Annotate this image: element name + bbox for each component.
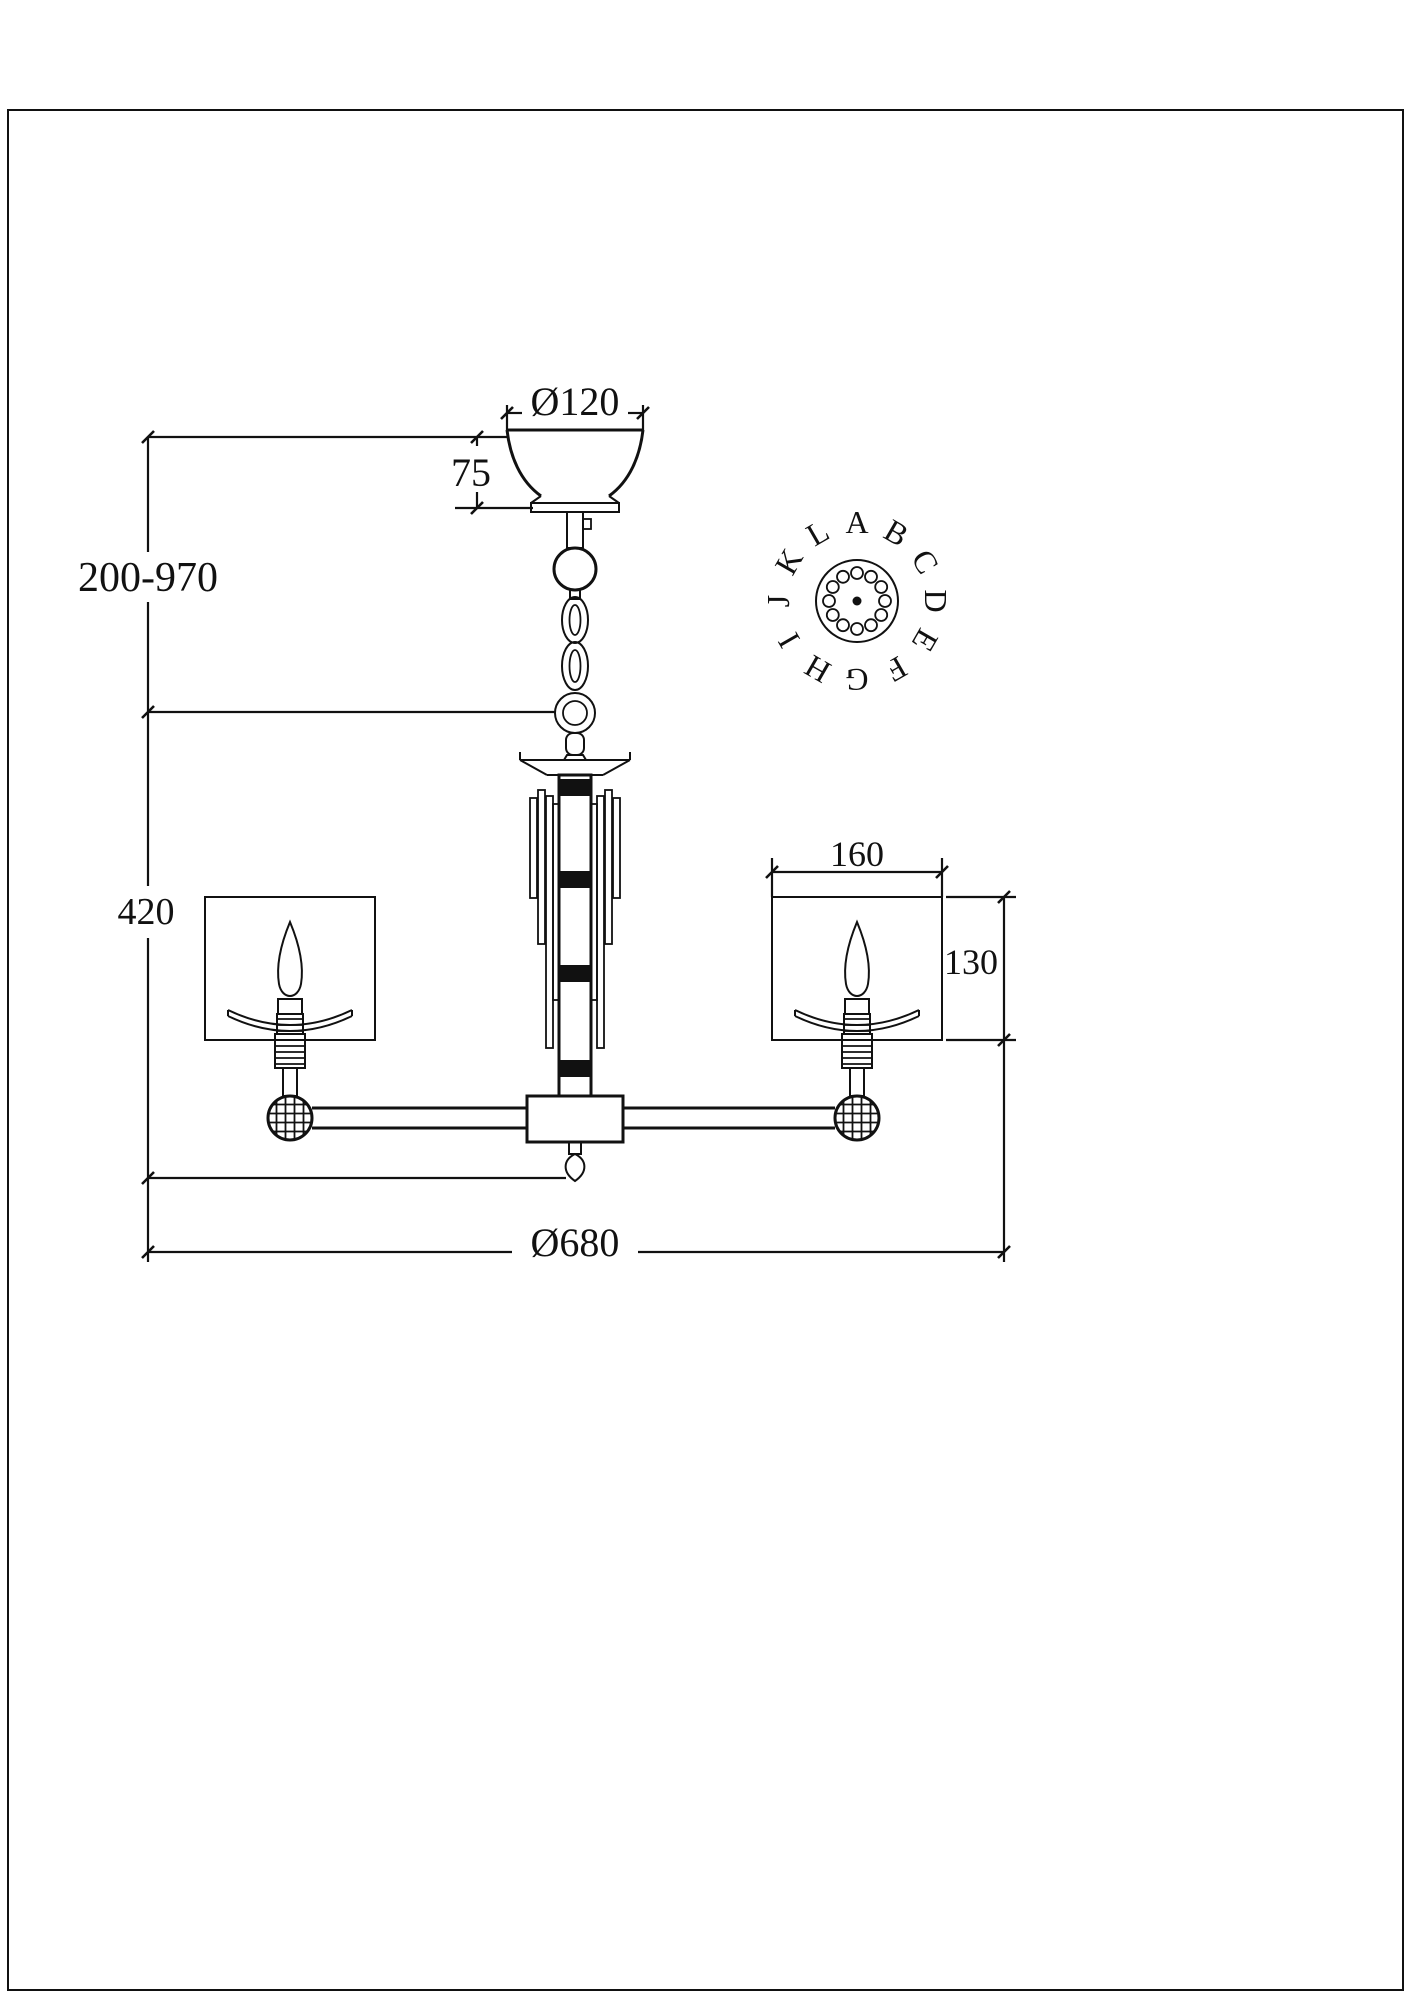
top-view-letter: A (845, 504, 868, 540)
top-view-letter: H (798, 648, 836, 691)
top-view-letter: K (767, 542, 810, 580)
top-view-center-dot (852, 596, 862, 606)
chain-link (561, 596, 589, 644)
center-column (557, 773, 593, 1098)
chain-link (561, 641, 589, 691)
arm-hub (525, 1094, 625, 1144)
dim-shade-height: 130 (944, 890, 1016, 1047)
top-view-letter: G (845, 662, 868, 698)
top-view-letter: I (770, 627, 807, 654)
dim-canopy-diameter-label: Ø120 (531, 379, 620, 424)
page-border (7, 109, 1404, 1991)
top-view-letter: D (918, 589, 954, 612)
top-view-letter: F (880, 649, 913, 689)
canopy-stem (566, 511, 584, 549)
left-lamp-unit (203, 895, 377, 1142)
top-view-diagram: A B C D E F G H I J K L (760, 504, 954, 698)
chain-ball (552, 546, 598, 592)
ceiling-canopy (505, 428, 645, 549)
top-view-letter: E (905, 623, 946, 658)
dim-canopy-diameter: Ø120 (500, 379, 650, 430)
dim-canopy-height: 75 (148, 430, 533, 515)
top-view-letter: B (878, 512, 914, 554)
top-view-letter: J (760, 595, 796, 607)
right-lamp-unit (770, 895, 944, 1142)
arms (312, 1106, 835, 1130)
chain-ring (554, 692, 596, 734)
suspension-chain (552, 546, 598, 734)
center-body (519, 732, 631, 1183)
dim-suspension-range: 200-970 (78, 430, 218, 719)
dim-overall-diameter: Ø680 (141, 1040, 1011, 1265)
dim-shade-width-label: 160 (830, 834, 884, 874)
dim-overall-diameter-label: Ø680 (531, 1220, 620, 1265)
dim-fixture-height: 420 (118, 710, 566, 1185)
top-dish (519, 759, 631, 776)
top-view-letter: L (800, 512, 835, 553)
crystal-rods (529, 789, 621, 1049)
dim-shade-height-label: 130 (944, 942, 998, 982)
top-view-letter: C (904, 543, 946, 579)
top-view-circle (815, 559, 899, 643)
dim-suspension-range-label: 200-970 (78, 555, 218, 601)
dim-shade-width: 160 (765, 834, 949, 897)
canopy-screw (582, 518, 592, 530)
dim-fixture-height-label: 420 (118, 891, 175, 933)
dim-canopy-height-label: 75 (451, 450, 491, 495)
bottom-finial (564, 1152, 586, 1183)
